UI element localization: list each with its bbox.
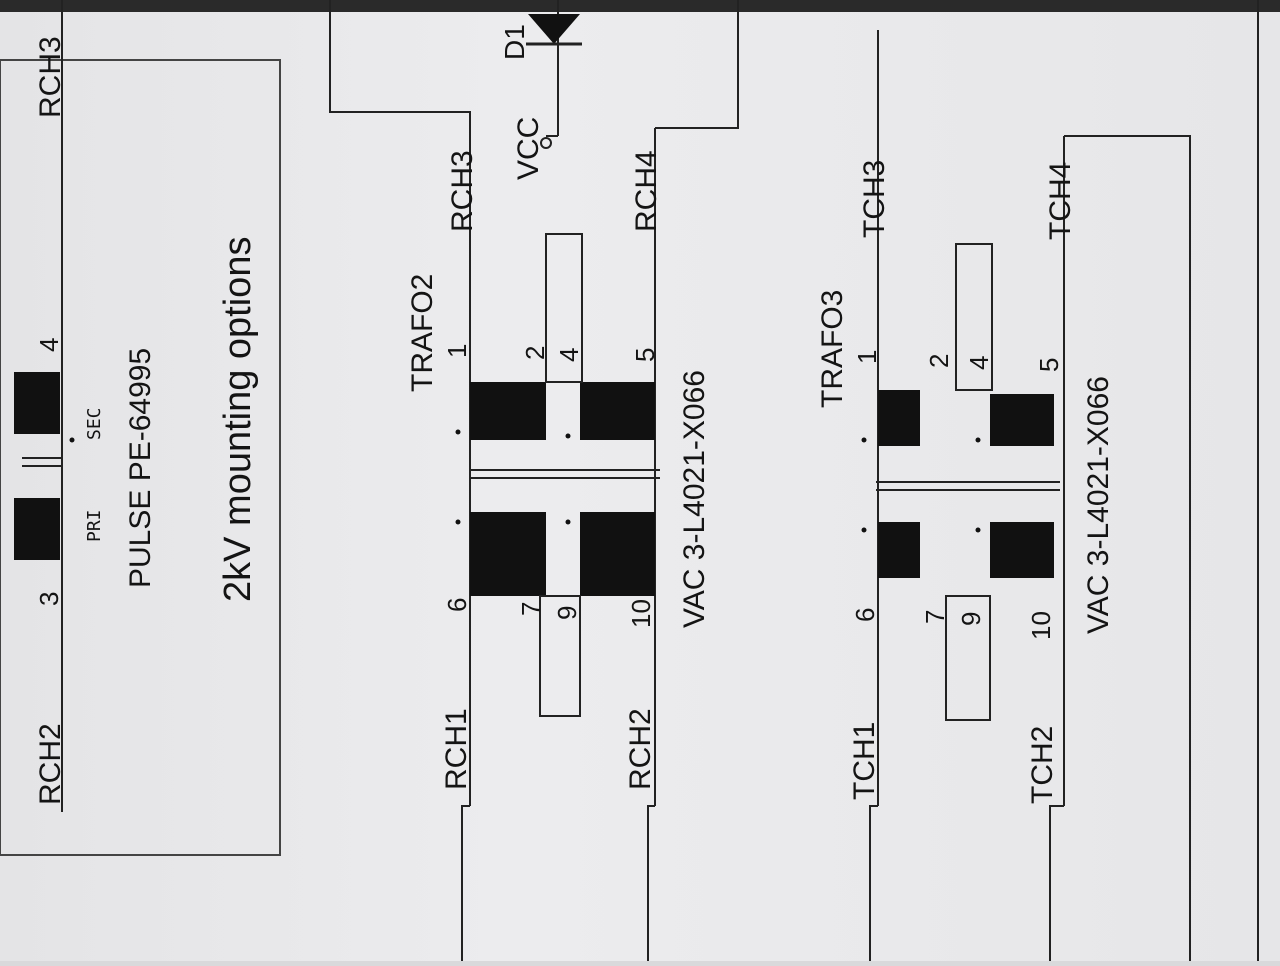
trafo2-pin-9: 9 (552, 606, 582, 620)
pulse-pin-left: 3 (34, 592, 64, 606)
trafo3-net-tch1: TCH1 (848, 722, 881, 800)
trafo3-dot-6 (861, 527, 867, 533)
trafo3-pin-4: 4 (964, 356, 994, 370)
trafo3-pin-7: 7 (920, 610, 950, 624)
trafo2-part: VAC 3-L4021-X066 (678, 370, 711, 628)
vcc-terminal (540, 137, 552, 149)
trafo2-dot-4 (565, 433, 571, 439)
pulse-winding-sec (14, 372, 60, 434)
trafo3-ref: TRAFO3 (816, 290, 849, 408)
trafo3-net-tch2: TCH2 (1026, 726, 1059, 804)
trafo3-net-tch4: TCH4 (1044, 162, 1077, 240)
pulse-net-right-label: RCH3 (34, 36, 67, 118)
pulse-pin-right: 4 (34, 338, 64, 352)
bezel-strip (0, 0, 1280, 12)
trafo2-dot-1 (455, 429, 461, 435)
trafo2-winding-4-5 (580, 382, 655, 440)
pulse-note-label: 2kV mounting options (217, 237, 259, 602)
vcc-label: VCC (512, 117, 545, 180)
trafo3-pin-5: 5 (1034, 358, 1064, 372)
trafo3-net-tch3: TCH3 (858, 160, 891, 238)
trafo3-part: VAC 3-L4021-X066 (1082, 376, 1115, 634)
trafo3-tap-box-left (945, 595, 991, 721)
trafo3-winding-1-2 (878, 390, 920, 446)
trafo2-winding-1-2 (470, 382, 546, 440)
trafo2-pin-1: 1 (442, 344, 472, 358)
pulse-net-left-label: RCH2 (34, 723, 67, 805)
trafo3-pin-9: 9 (956, 612, 986, 626)
pulse-transformer: RCH2 RCH3 3 4 PRI SEC PULSE PE-64995 2kV… (0, 0, 281, 856)
trafo2-pin-6: 6 (442, 598, 472, 612)
trafo3-dot-1 (861, 437, 867, 443)
pulse-polarity-dot (69, 437, 75, 443)
pulse-winding-pri (14, 498, 60, 560)
trafo2-pin-10: 10 (626, 599, 656, 628)
trafo3-pin-10: 10 (1026, 611, 1056, 640)
pulse-part-label: PULSE PE-64995 (124, 348, 157, 588)
trafo2-pin-5: 5 (630, 348, 660, 362)
trafo3-pin-1: 1 (852, 350, 882, 364)
trafo2-wire-top (329, 0, 471, 150)
trafo3-winding-4-5 (990, 394, 1054, 446)
pulse-outline-box (0, 59, 281, 856)
trafo3-wire-right (1064, 135, 1191, 961)
trafo2-wire-bottom (647, 805, 655, 961)
trafo3-dot-4 (975, 437, 981, 443)
trafo2-winding-6-7 (470, 512, 546, 596)
vcc-diode-area: VCC D1 (499, 0, 582, 180)
trafo2-dot-6 (455, 519, 461, 525)
trafo3-pin-6: 6 (850, 608, 880, 622)
trafo2-tap-box-right (545, 233, 583, 383)
trafo2-pin-4: 4 (554, 348, 584, 362)
trafo2-tap-box-left (539, 595, 581, 717)
trafo2-dot-9 (565, 519, 571, 525)
trafo3-winding-9-10 (990, 522, 1054, 578)
trafo3-dot-9 (975, 527, 981, 533)
trafo2-net-rch1: RCH1 (440, 708, 473, 790)
trafo2-wire-left (461, 805, 470, 961)
trafo2-net-rch3: RCH3 (446, 150, 479, 232)
trafo2-ref: TRAFO2 (406, 274, 439, 392)
pulse-sec-label: SEC (84, 407, 105, 440)
diode-label: D1 (499, 24, 530, 60)
pulse-pri-label: PRI (84, 509, 105, 542)
trafo2-pin-7: 7 (516, 602, 546, 616)
trafo3-wire-bottom (1049, 805, 1064, 961)
diode-d1-symbol (528, 14, 580, 44)
trafo2-net-rch2: RCH2 (624, 708, 657, 790)
trafo3-winding-6-7 (878, 522, 920, 578)
trafo2-winding-9-10 (580, 512, 655, 596)
trafo2-net-rch4: RCH4 (630, 150, 663, 232)
trafo3-pin-2: 2 (924, 354, 954, 368)
trafo2-pin-2: 2 (520, 346, 550, 360)
trafo2-wire-right (655, 0, 739, 129)
trafo2: 6 7 9 10 1 2 4 5 RCH1 RCH2 RCH3 RCH4 TRA… (329, 0, 739, 961)
trafo3-tap-box-right (955, 243, 993, 391)
trafo3-wire-left (869, 805, 878, 961)
trafo3: 6 7 9 10 1 2 4 5 TCH1 TCH2 TCH3 TCH4 TRA… (816, 0, 1259, 961)
